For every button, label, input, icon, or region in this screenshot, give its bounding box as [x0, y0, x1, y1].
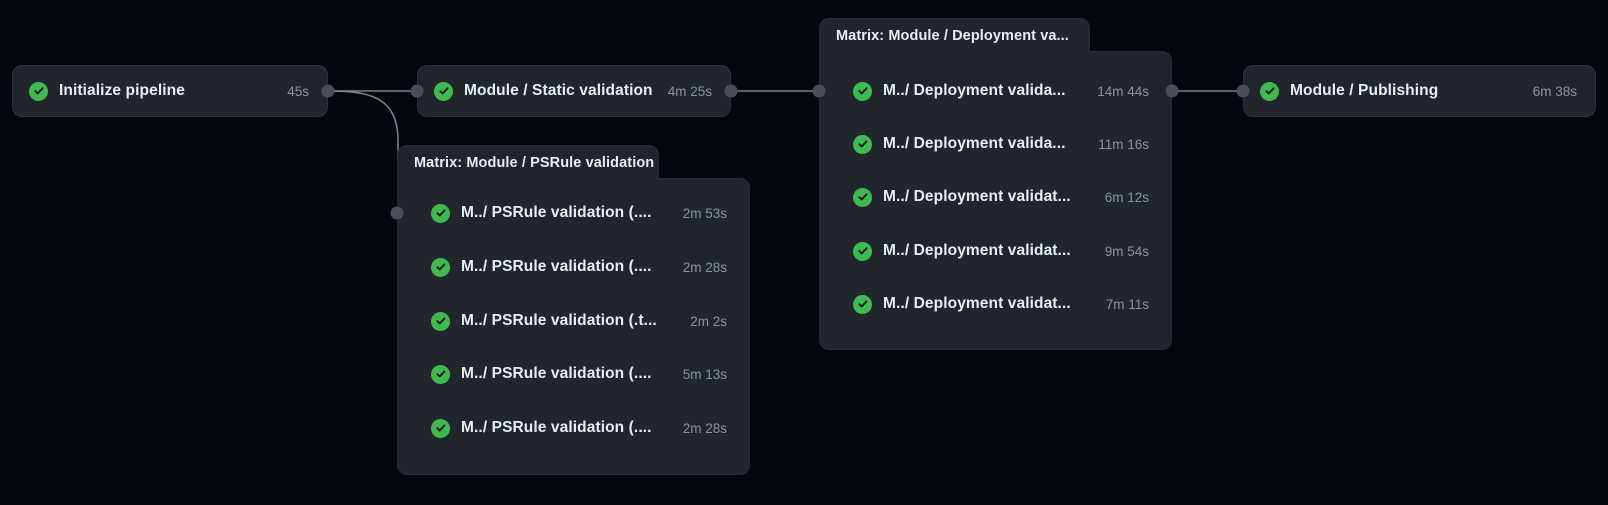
matrix-row-label: M../ PSRule validation (.t... [461, 312, 657, 329]
matrix-row-duration: 6m 12s [1104, 189, 1149, 205]
matrix-row[interactable]: M../ PSRule validation (.... 2m 53s [427, 197, 727, 229]
node-label: Module / Publishing [1290, 82, 1439, 99]
node-duration: 45s [287, 83, 309, 99]
matrix-row-duration: 9m 54s [1104, 243, 1149, 259]
node-label: Initialize pipeline [59, 82, 185, 99]
edge-initialize-to-psrule-matrix [327, 90, 399, 213]
output-port-initialize-pipeline [321, 84, 335, 98]
matrix-row[interactable]: M../ PSRule validation (.t... 2m 2s [427, 305, 727, 337]
node-label: Module / Static validation [464, 82, 653, 99]
matrix-row-duration: 2m 28s [682, 259, 727, 275]
input-port-matrix-psrule-validation [390, 206, 404, 220]
matrix-row-label: M../ PSRule validation (.... [461, 365, 652, 382]
check-circle-icon [853, 241, 872, 261]
matrix-row[interactable]: M../ Deployment validat... 7m 11s [849, 288, 1149, 320]
matrix-row-duration: 7m 11s [1105, 296, 1149, 312]
check-circle-icon [431, 364, 450, 384]
output-port-module-static-validation [724, 84, 738, 98]
group-body [819, 51, 1172, 350]
input-port-module-publishing [1236, 84, 1250, 98]
matrix-row-label: M../ Deployment valida... [883, 135, 1066, 152]
input-port-matrix-deployment-validation [812, 84, 826, 98]
check-circle-icon [853, 294, 872, 314]
node-module-static-validation[interactable]: Module / Static validation 4m 25s [417, 65, 731, 117]
check-circle-icon [29, 81, 48, 101]
input-port-module-static-validation [410, 84, 424, 98]
node-duration: 4m 25s [667, 83, 712, 99]
matrix-row-label: M../ PSRule validation (.... [461, 204, 652, 221]
group-title: Matrix: Module / Deployment va... [836, 27, 1069, 44]
node-initialize-pipeline[interactable]: Initialize pipeline 45s [12, 65, 328, 117]
matrix-row-label: M../ Deployment validat... [883, 295, 1071, 312]
matrix-row-duration: 2m 28s [682, 420, 727, 436]
matrix-row[interactable]: M../ Deployment valida... 11m 16s [849, 128, 1149, 160]
matrix-row[interactable]: M../ Deployment valida... 14m 44s [849, 75, 1149, 107]
check-circle-icon [853, 134, 872, 154]
check-circle-icon [431, 203, 450, 223]
group-matrix-psrule-validation[interactable]: Matrix: Module / PSRule validation M../ … [397, 145, 750, 475]
matrix-row-duration: 2m 53s [682, 205, 727, 221]
check-circle-icon [1260, 81, 1279, 101]
matrix-row-label: M../ PSRule validation (.... [461, 258, 652, 275]
check-circle-icon [853, 187, 872, 207]
matrix-row-label: M../ Deployment validat... [883, 188, 1071, 205]
check-circle-icon [853, 81, 872, 101]
matrix-row-duration: 2m 2s [690, 313, 727, 329]
matrix-row[interactable]: M../ PSRule validation (.... 2m 28s [427, 412, 727, 444]
check-circle-icon [434, 81, 453, 101]
group-header-tab[interactable]: Matrix: Module / PSRule validation [397, 145, 659, 179]
matrix-row[interactable]: M../ Deployment validat... 9m 54s [849, 235, 1149, 267]
matrix-row-label: M../ PSRule validation (.... [461, 419, 652, 436]
matrix-row-label: M../ Deployment validat... [883, 242, 1071, 259]
matrix-row[interactable]: M../ Deployment validat... 6m 12s [849, 181, 1149, 213]
matrix-row[interactable]: M../ PSRule validation (.... 2m 28s [427, 251, 727, 283]
matrix-row[interactable]: M../ PSRule validation (.... 5m 13s [427, 358, 727, 390]
matrix-row-duration: 14m 44s [1097, 83, 1149, 99]
node-duration: 6m 38s [1532, 83, 1577, 99]
check-circle-icon [431, 311, 450, 331]
check-circle-icon [431, 418, 450, 438]
output-port-matrix-deployment-validation [1165, 84, 1179, 98]
matrix-row-duration: 5m 13s [682, 366, 727, 382]
group-matrix-deployment-validation[interactable]: Matrix: Module / Deployment va... M../ D… [819, 18, 1172, 350]
matrix-row-label: M../ Deployment valida... [883, 82, 1066, 99]
node-module-publishing[interactable]: Module / Publishing 6m 38s [1243, 65, 1596, 117]
group-title: Matrix: Module / PSRule validation [414, 154, 655, 171]
matrix-row-duration: 11m 16s [1098, 136, 1149, 152]
group-header-tab[interactable]: Matrix: Module / Deployment va... [819, 18, 1090, 52]
check-circle-icon [431, 257, 450, 277]
group-body [397, 178, 750, 475]
